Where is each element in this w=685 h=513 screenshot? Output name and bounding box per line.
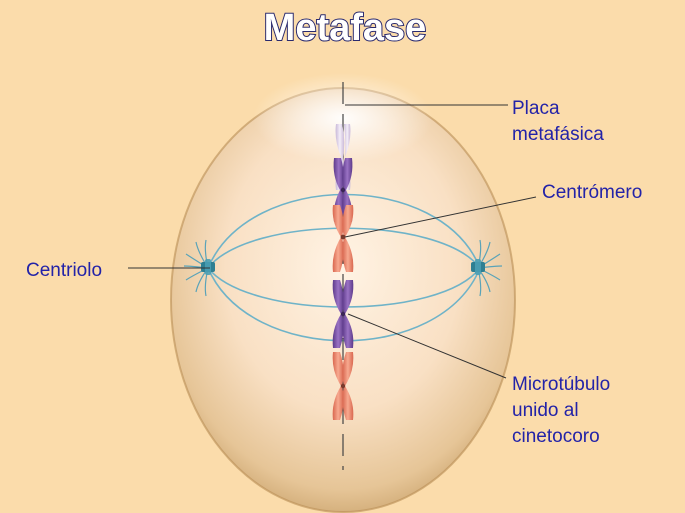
leader-lines (128, 104, 537, 379)
labels: Placa metafásica Centrómero Centriolo Mi… (26, 98, 642, 447)
label-microtubulo-line1: Microtúbulo (512, 374, 610, 395)
label-microtubulo-line2: unido al (512, 400, 579, 421)
label-centriolo: Centriolo (26, 260, 102, 281)
label-centromero: Centrómero (542, 182, 642, 203)
centriole-left (183, 239, 215, 297)
chromosome-purple-2 (332, 280, 354, 348)
centriole-right (471, 239, 503, 297)
leader-microtubulo (347, 313, 507, 379)
leader-centromero (344, 196, 537, 238)
chromosomes (332, 124, 354, 420)
centromere-marker (340, 234, 346, 240)
label-placa-line2: metafásica (512, 124, 604, 145)
chromosome-salmon-2 (332, 352, 354, 420)
chromosome-salmon-1 (332, 205, 354, 272)
label-microtubulo-line3: cinetocoro (512, 426, 600, 447)
label-placa-line1: Placa (512, 98, 560, 119)
diagram-title: Metafase (264, 7, 427, 49)
